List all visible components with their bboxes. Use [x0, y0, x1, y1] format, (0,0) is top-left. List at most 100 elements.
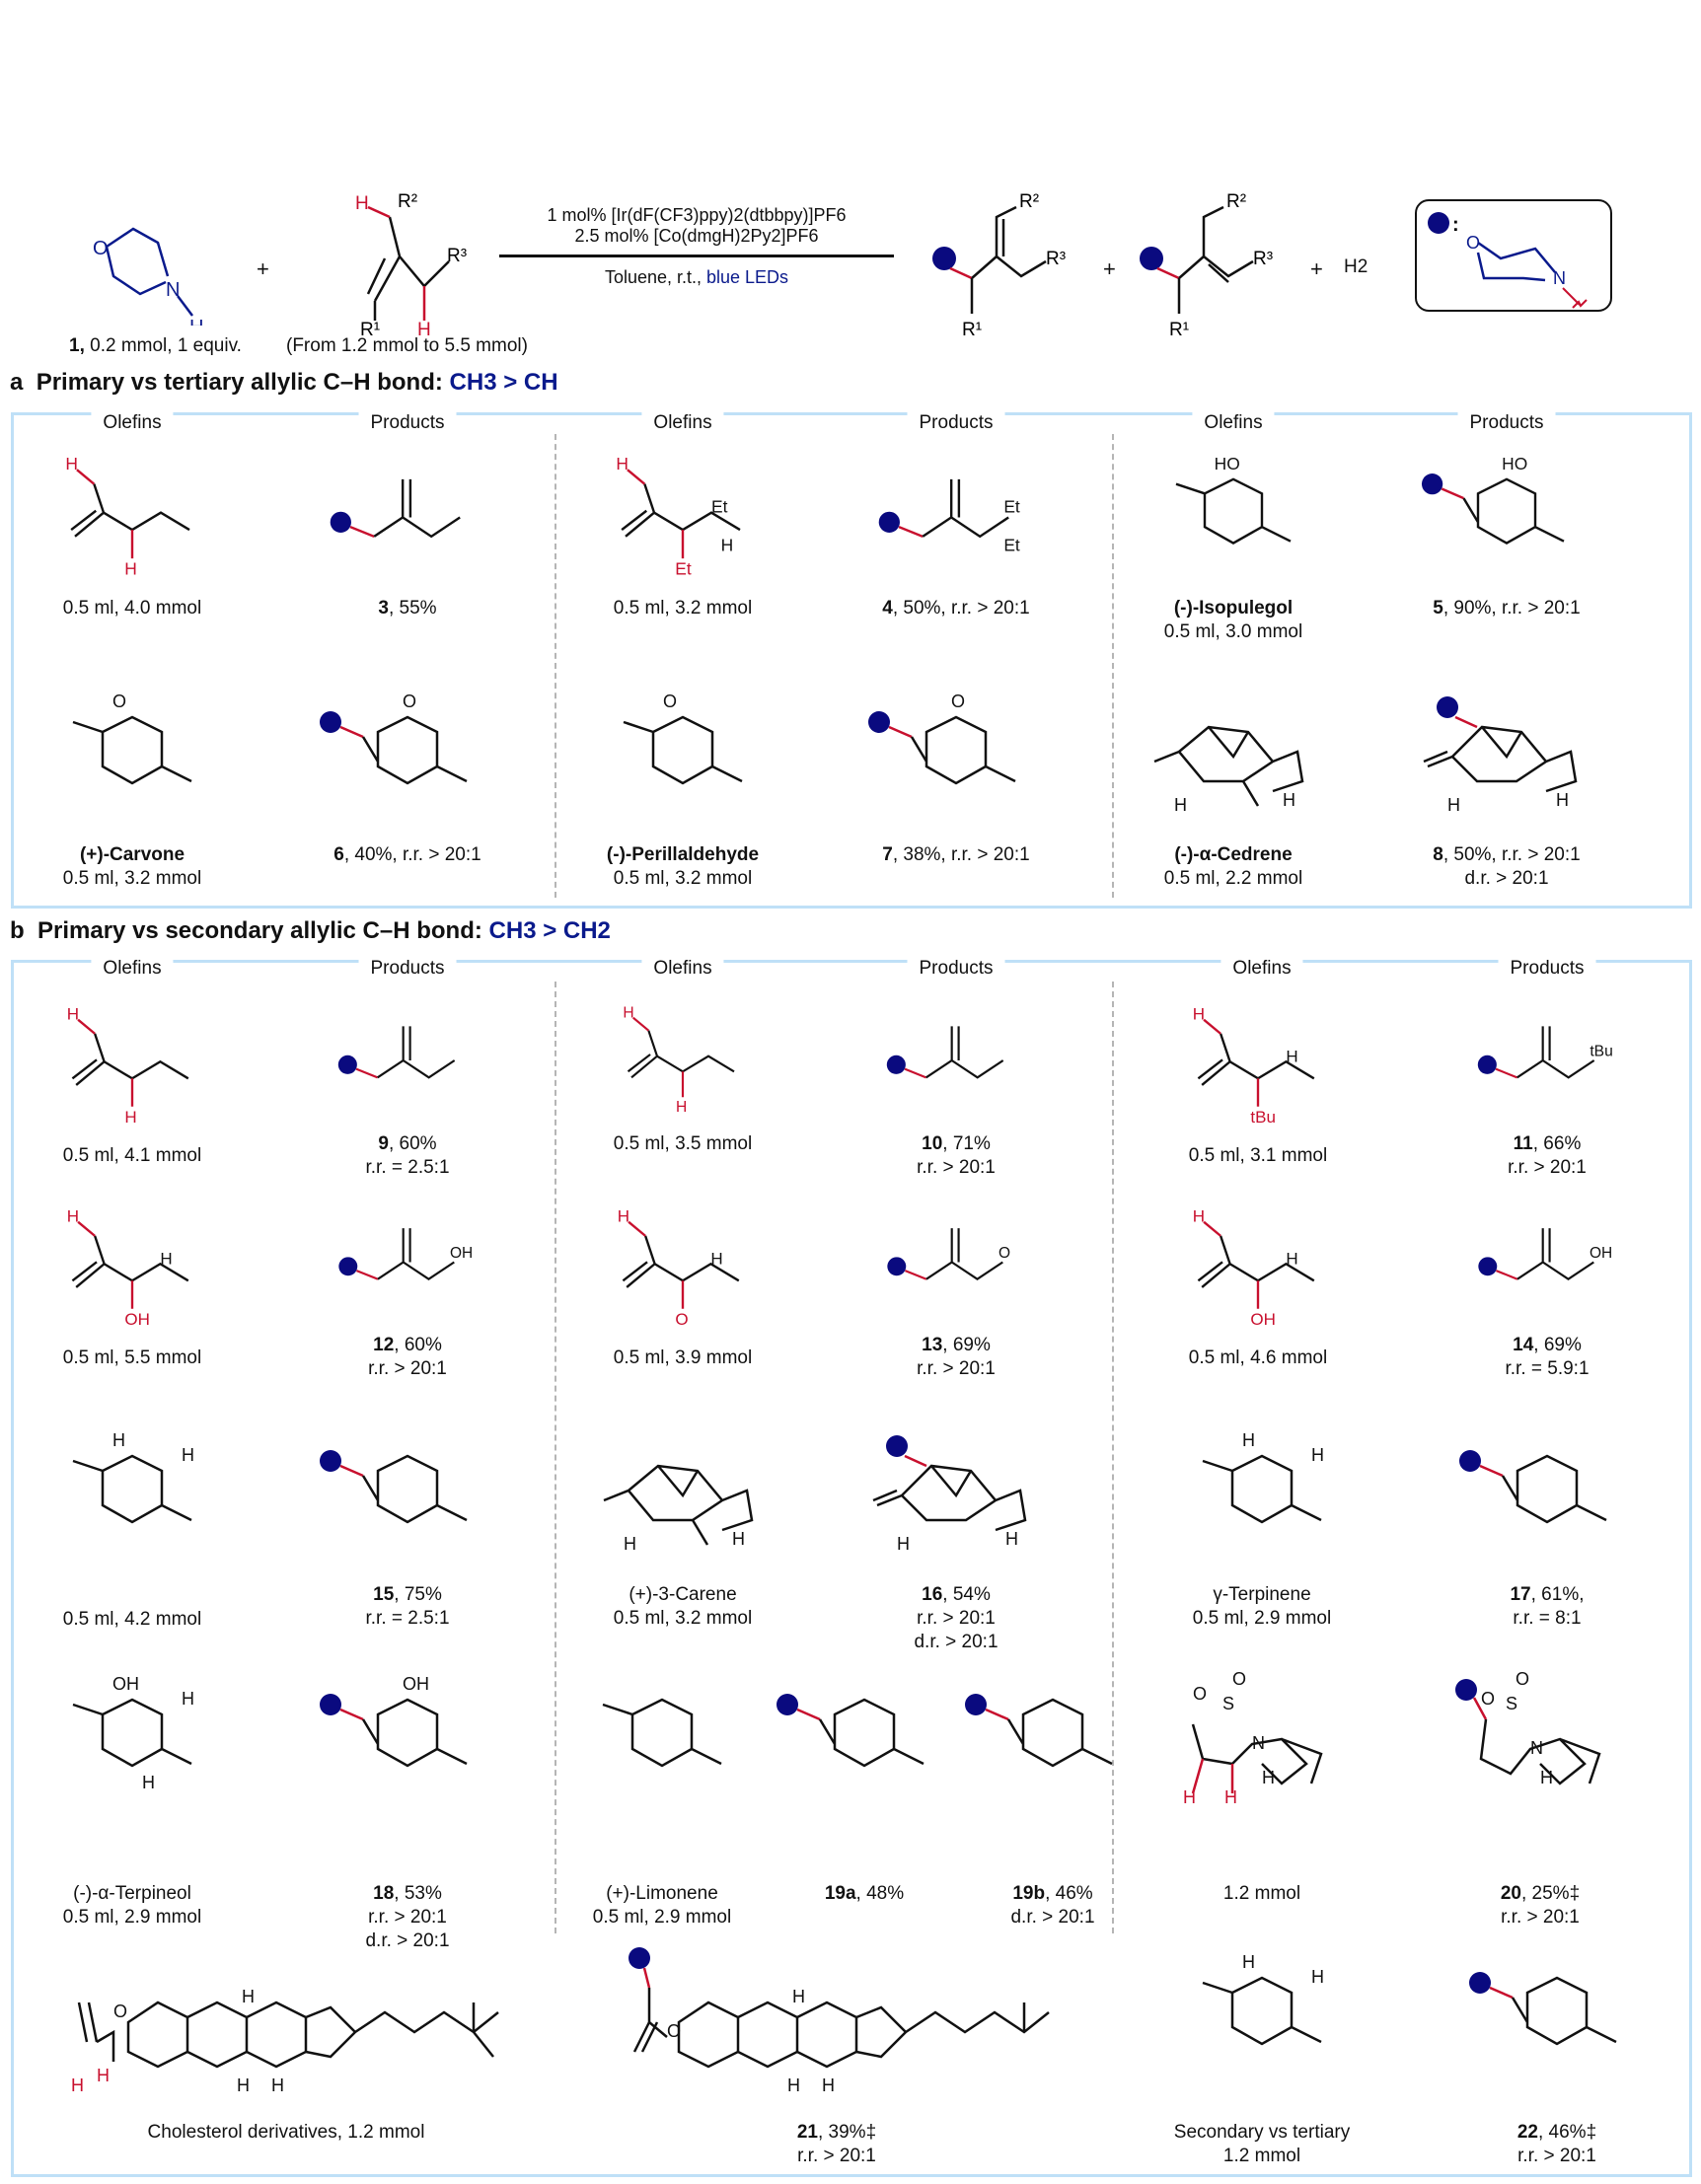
- caption-line: r.r. > 20:1: [917, 1608, 996, 1629]
- svg-text:OH: OH: [112, 1674, 139, 1694]
- chemical-structure: OH H H: [14, 1665, 251, 1813]
- svg-text:H: H: [67, 1005, 79, 1024]
- caption-line: 0.5 ml, 3.9 mmol: [613, 1347, 753, 1368]
- svg-text:O: O: [1481, 1689, 1495, 1709]
- plus-sign: +: [257, 256, 269, 281]
- entry-caption: 6, 40%, r.r. > 20:1: [289, 843, 526, 867]
- svg-text:O: O: [113, 2002, 127, 2021]
- entry-caption: 19b, 46% d.r. > 20:1: [934, 1882, 1171, 1929]
- entry-caption: 17, 61%,r.r. = 8:1: [1429, 1583, 1665, 1631]
- divider: [1112, 982, 1114, 1933]
- svg-text:H: H: [1193, 1005, 1205, 1024]
- entry-caption: 12, 60%r.r. > 20:1: [289, 1334, 526, 1381]
- svg-text:Et: Et: [675, 559, 692, 579]
- svg-text:O: O: [1466, 233, 1480, 253]
- svg-text:H: H: [160, 1249, 172, 1268]
- divider: [555, 982, 556, 1933]
- svg-text:H: H: [710, 1249, 722, 1268]
- svg-text:H: H: [182, 1689, 194, 1709]
- svg-text:H: H: [1283, 790, 1295, 810]
- svg-text:H: H: [1540, 1768, 1553, 1787]
- caption-line: 0.5 ml, 3.2 mmol: [613, 1608, 753, 1629]
- svg-text:H: H: [897, 1534, 910, 1554]
- entry-caption: 22, 46%‡r.r. > 20:1: [1439, 2121, 1675, 2168]
- svg-text:H: H: [355, 193, 369, 214]
- entry-caption: 10, 71%r.r. > 20:1: [838, 1132, 1074, 1180]
- caption-line: 10, 71%: [922, 1133, 991, 1154]
- entry-caption: 15, 75%r.r. = 2.5:1: [289, 1583, 526, 1631]
- caption-line: r.r. = 2.5:1: [365, 1157, 450, 1178]
- chemical-structure: O: [14, 683, 251, 831]
- caption-line: d.r. > 20:1: [1010, 1907, 1095, 1928]
- svg-text:H: H: [792, 1987, 805, 2006]
- chemical-structure: O: [564, 683, 801, 831]
- chemical-structure: [934, 1665, 1171, 1813]
- svg-text:O: O: [403, 692, 416, 711]
- caption-line: 0.5 ml, 2.2 mmol: [1163, 868, 1303, 889]
- caption-line: (-)-α-Cedrene: [1174, 844, 1293, 865]
- svg-text:tBu: tBu: [1250, 1108, 1276, 1127]
- product-entry: 19b, 46% d.r. > 20:1: [934, 1665, 1171, 1928]
- svg-text:H: H: [67, 1207, 79, 1226]
- entry-caption: 0.5 ml, 4.1 mmol: [14, 1144, 251, 1168]
- chemical-structure: OH: [1429, 1199, 1665, 1326]
- caption-line: r.r. > 20:1: [917, 1358, 996, 1379]
- svg-text:S: S: [1506, 1694, 1517, 1713]
- caption-line: 19b, 46%: [1012, 1883, 1093, 1904]
- entry-caption: 0.5 ml, 4.0 mmol: [14, 597, 251, 620]
- svg-text:H: H: [616, 454, 629, 473]
- svg-text:H: H: [71, 2075, 84, 2091]
- svg-text:S: S: [1222, 1694, 1234, 1713]
- svg-text:HO: HO: [1215, 454, 1240, 473]
- svg-text:N: N: [1530, 1738, 1543, 1758]
- svg-text:H: H: [623, 1005, 633, 1022]
- product-entry: 10, 71%r.r. > 20:1: [838, 996, 1074, 1178]
- caption-line: 5, 90%, r.r. > 20:1: [1433, 598, 1581, 619]
- column-header-products: Products: [1498, 958, 1596, 980]
- svg-text:R²: R²: [1019, 191, 1039, 212]
- svg-text:H: H: [1174, 795, 1187, 815]
- caption-line: 0.5 ml, 3.2 mmol: [613, 868, 753, 889]
- caption-line: γ-Terpinene: [1213, 1584, 1311, 1605]
- svg-text:H: H: [142, 1773, 155, 1792]
- svg-text:H: H: [182, 1445, 194, 1465]
- caption-line: 0.5 ml, 3.2 mmol: [613, 598, 753, 619]
- column-header-products: Products: [907, 958, 1005, 980]
- column-header-olefins: Olefins: [1220, 958, 1303, 980]
- svg-text:Et: Et: [711, 497, 728, 517]
- entry-caption: 0.5 ml, 3.2 mmol: [564, 597, 801, 620]
- svg-text:H: H: [97, 2066, 110, 2085]
- caption-line: (+)-Carvone: [79, 844, 185, 865]
- svg-text:H: H: [1242, 1430, 1255, 1450]
- chemical-structure: O: [838, 1199, 1074, 1326]
- svg-text:H: H: [112, 1430, 125, 1450]
- column-header-olefins: Olefins: [1192, 412, 1275, 434]
- svg-text:N: N: [1252, 1733, 1265, 1753]
- entry-caption: 1.2 mmol: [1144, 1882, 1380, 1906]
- section-b-box: [11, 960, 1692, 2177]
- svg-text:OH: OH: [403, 1674, 429, 1694]
- column-header-products: Products: [907, 412, 1005, 434]
- entry-caption: 0.5 ml, 3.9 mmol: [564, 1347, 801, 1370]
- svg-text:Et: Et: [1003, 497, 1020, 517]
